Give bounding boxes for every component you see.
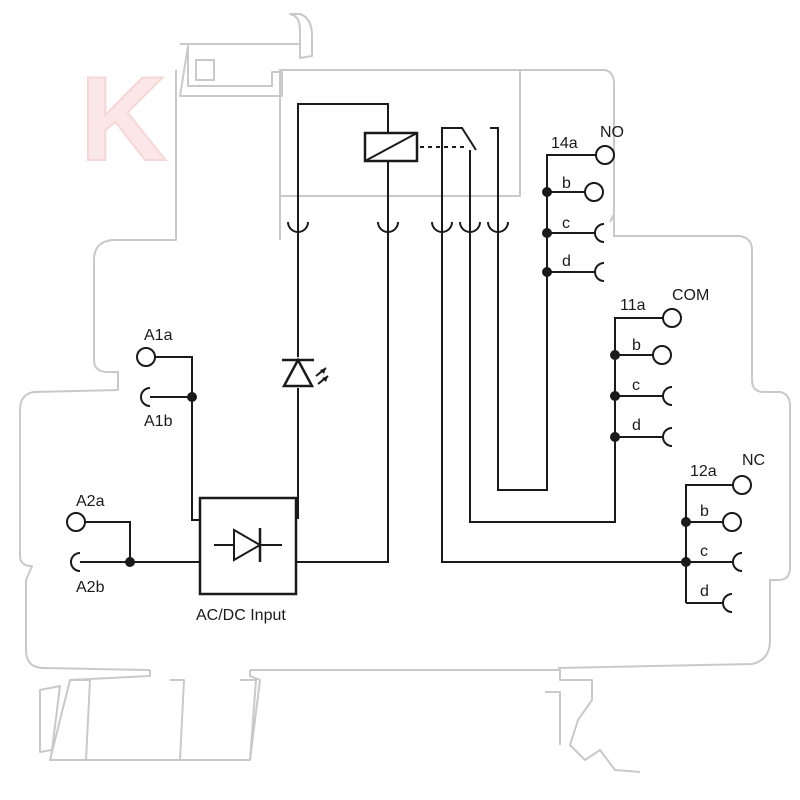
- no-name-label: NO: [600, 124, 624, 141]
- pin-sockets: [287, 212, 509, 233]
- com-c-label: c: [632, 377, 640, 394]
- com-contact-group: [610, 308, 682, 447]
- a1a-label: A1a: [144, 327, 173, 344]
- com-main-label: 11a: [620, 297, 646, 314]
- no-c-label: c: [562, 215, 570, 232]
- nc-name-label: NC: [742, 452, 765, 469]
- nc-main-label: 12a: [690, 463, 717, 480]
- nc-d-label: d: [700, 583, 709, 600]
- nc-contact-group: [681, 475, 752, 613]
- relay-coil: [297, 103, 466, 212]
- a2-terminals: [66, 512, 200, 572]
- nc-c-label: c: [700, 543, 708, 560]
- relay-housing: [19, 13, 791, 773]
- led-indicator-icon: [281, 357, 329, 388]
- internal-wiring: [292, 190, 686, 563]
- no-d-label: d: [562, 253, 571, 270]
- com-name-label: COM: [672, 287, 709, 304]
- no-contact-group: [542, 145, 615, 282]
- no-b-label: b: [562, 175, 571, 192]
- switch-contacts: [441, 127, 499, 212]
- a2b-label: A2b: [76, 579, 105, 596]
- watermark-logo: K: [80, 52, 167, 186]
- com-b-label: b: [632, 337, 641, 354]
- nc-b-label: b: [700, 503, 709, 520]
- a1b-label: A1b: [144, 413, 173, 430]
- a2a-label: A2a: [76, 493, 105, 510]
- ac-dc-input-block: [198, 496, 298, 596]
- a1-terminals: [136, 347, 200, 521]
- ac-dc-input-label: AC/DC Input: [196, 607, 286, 624]
- com-d-label: d: [632, 417, 641, 434]
- no-main-label: 14a: [551, 135, 578, 152]
